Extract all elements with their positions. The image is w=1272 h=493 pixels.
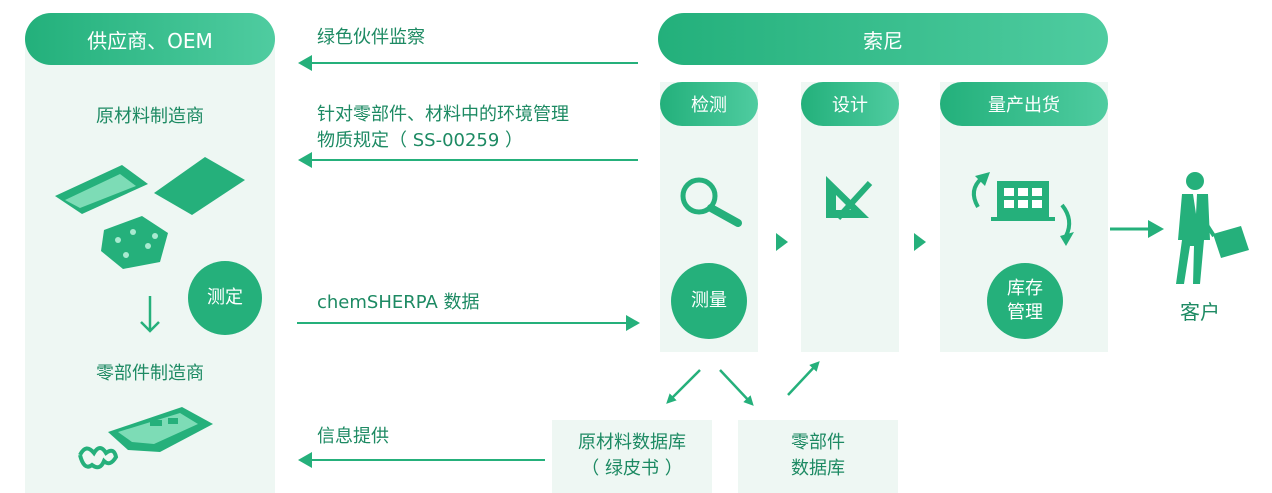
arrow-from-parts-db bbox=[787, 361, 820, 396]
parts-maker-label: 零部件制造商 bbox=[96, 363, 204, 384]
supplier-header: 供应商、OEM bbox=[25, 13, 275, 65]
parts-db-line2: 数据库 bbox=[791, 458, 845, 479]
info-provide-label: 信息提供 bbox=[317, 426, 389, 447]
parts-db-panel bbox=[738, 420, 898, 493]
arrow-chemsherpa bbox=[297, 315, 640, 331]
arrow-down-supplier bbox=[140, 296, 160, 333]
arrow-to-customer bbox=[1110, 220, 1164, 238]
design-pill: 设计 bbox=[801, 82, 899, 126]
customer-person-icon bbox=[1176, 172, 1249, 284]
inspect-pill: 检测 bbox=[660, 82, 758, 126]
raw-material-maker-label: 原材料制造商 bbox=[96, 106, 204, 127]
raw-material-icon bbox=[55, 157, 245, 269]
chevron-inspect-to-design bbox=[776, 233, 788, 251]
arrow-to-parts-db bbox=[719, 369, 754, 406]
regulation-label-line1: 针对零部件、材料中的环境管理 bbox=[317, 104, 569, 125]
inventory-circle: 库存 管理 bbox=[987, 263, 1063, 339]
mass-production-pill: 量产出货 bbox=[940, 82, 1108, 126]
raw-db-label: 原材料数据库 （ 绿皮书 ） bbox=[552, 430, 712, 482]
chemsherpa-label: chemSHERPA 数据 bbox=[317, 292, 480, 313]
parts-db-line1: 零部件 bbox=[791, 432, 845, 453]
arrow-to-raw-db bbox=[666, 369, 701, 404]
arrow-info-provide bbox=[298, 452, 545, 468]
inventory-line1: 库存 bbox=[1007, 278, 1043, 299]
inventory-line2: 管理 bbox=[1007, 302, 1043, 323]
measure-amount-circle: 测量 bbox=[671, 263, 747, 339]
green-partner-label: 绿色伙伴监察 bbox=[317, 27, 425, 48]
parts-db-label: 零部件 数据库 bbox=[738, 430, 898, 482]
parts-icon bbox=[78, 407, 213, 470]
raw-db-line2: （ 绿皮书 ） bbox=[581, 458, 683, 479]
arrow-green-partner bbox=[298, 55, 638, 71]
sony-header: 索尼 bbox=[658, 13, 1108, 65]
regulation-label-line2: 物质规定（ SS-00259 ） bbox=[317, 130, 524, 151]
measure-circle: 测定 bbox=[188, 261, 262, 335]
arrow-regulation bbox=[298, 152, 638, 168]
chevron-design-to-production bbox=[914, 233, 926, 251]
production-cycle-icon bbox=[971, 172, 1074, 246]
ruler-triangle-icon bbox=[826, 176, 873, 221]
raw-db-line1: 原材料数据库 bbox=[578, 432, 686, 453]
raw-db-panel bbox=[552, 420, 712, 493]
customer-label: 客户 bbox=[1180, 300, 1220, 324]
magnifier-icon bbox=[680, 177, 742, 227]
